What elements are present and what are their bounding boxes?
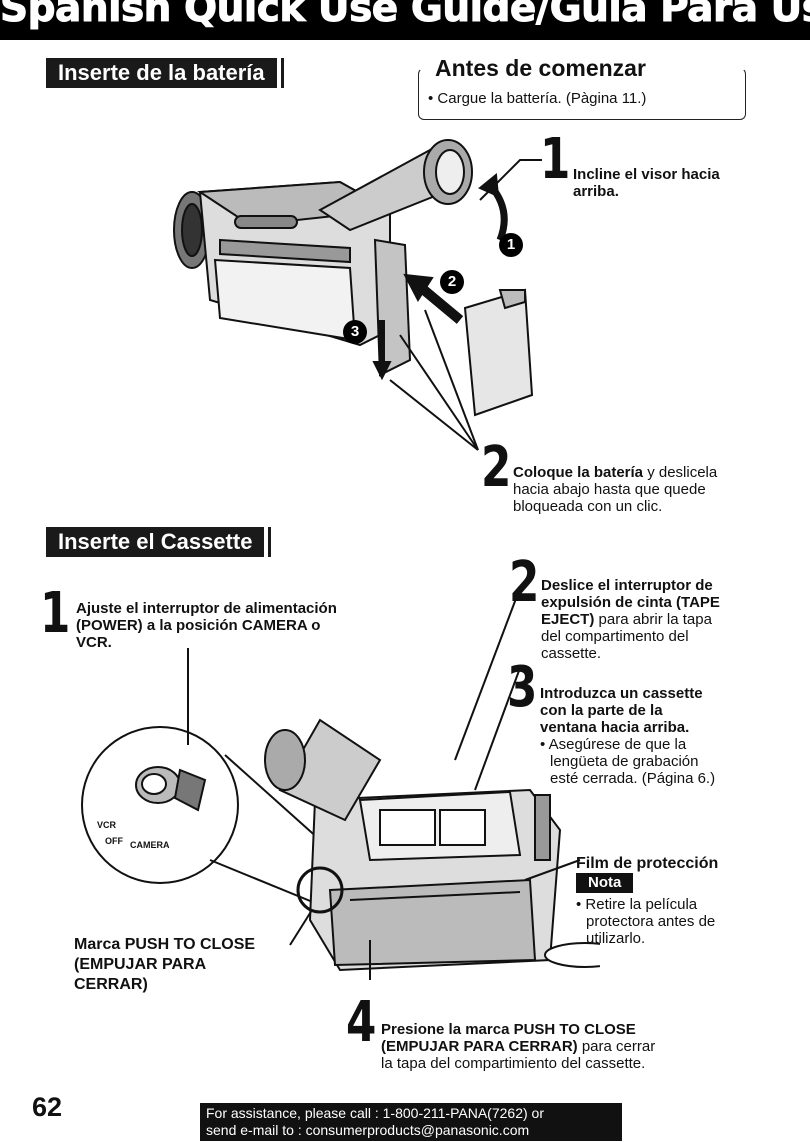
film-bullet3: utilizarlo. bbox=[586, 930, 646, 947]
marker-3: 3 bbox=[343, 320, 367, 344]
cassette-step4-line2: para cerrar bbox=[577, 1038, 656, 1055]
push-mark-line3: CERRAR) bbox=[74, 976, 148, 993]
cassette-step3-bullet3: esté cerrada. (Página 6.) bbox=[550, 770, 716, 787]
battery-step1-line1: Incline el visor hacia bbox=[573, 166, 720, 183]
cassette-step1-line1: Ajuste el interruptor de alimentación bbox=[76, 600, 337, 617]
camcorder-battery-illustration bbox=[173, 139, 542, 451]
cassette-step3-bullet2: lengüeta de grabación bbox=[550, 753, 699, 770]
push-mark-label: Marca PUSH TO CLOSE (EMPUJAR PARA CERRAR… bbox=[74, 935, 255, 995]
cassette-step4-bold1: Presione la marca PUSH TO CLOSE bbox=[381, 1021, 636, 1038]
film-note: • Retire la película protectora antes de… bbox=[576, 896, 715, 947]
assistance-line2: send e-mail to : consumerproducts@panaso… bbox=[206, 1122, 530, 1138]
battery-step2-line2: hacia abajo hasta que quede bbox=[513, 481, 706, 498]
battery-step2-line1: y deslicela bbox=[643, 464, 718, 481]
battery-step2-text: Coloque la batería y deslicela hacia aba… bbox=[513, 464, 717, 515]
cassette-step2-text: Deslice el interruptor de expulsión de c… bbox=[541, 577, 720, 662]
switch-label-vcr: VCR bbox=[97, 820, 117, 830]
cassette-step2-number: 2 bbox=[509, 550, 540, 615]
film-title: Film de protección bbox=[576, 855, 719, 872]
assistance-line1: For assistance, please call : 1-800-211-… bbox=[206, 1105, 544, 1121]
battery-step1-number: 1 bbox=[540, 127, 571, 192]
cassette-step2-bold2: expulsión de cinta (TAPE bbox=[541, 594, 720, 611]
cassette-step2-line3: para abrir la tapa bbox=[594, 611, 712, 628]
page-title: Spanish Quick Use Guide/Guía Para Uso Rá… bbox=[0, 0, 810, 32]
cassette-step2-bold3: EJECT) bbox=[541, 611, 595, 628]
cassette-step3-text: Introduzca un cassette con la parte de l… bbox=[540, 685, 715, 787]
cassette-step2-line4: del compartimento del bbox=[541, 628, 689, 645]
cassette-step3-bold2: con la parte de la bbox=[540, 702, 663, 719]
battery-step1-line2: arriba. bbox=[573, 183, 619, 200]
title-band: Spanish Quick Use Guide/Guía Para Uso Rá… bbox=[0, 0, 810, 40]
marker-1: 1 bbox=[499, 233, 523, 257]
cassette-step3-number: 3 bbox=[507, 655, 538, 720]
cassette-step4-bold2: (EMPUJAR PARA CERRAR) bbox=[381, 1038, 578, 1055]
film-bullet1: • Retire la película bbox=[576, 896, 698, 913]
cassette-step1-number: 1 bbox=[40, 581, 71, 646]
camcorder-cassette-illustration bbox=[81, 587, 600, 980]
page-number: 62 bbox=[32, 1092, 63, 1122]
switch-label-off: OFF bbox=[105, 836, 123, 846]
battery-step2-bold: Coloque la batería bbox=[513, 464, 644, 481]
cassette-step1-line2: (POWER) a la posición CAMERA o bbox=[76, 617, 321, 634]
cassette-step1-text: Ajuste el interruptor de alimentación (P… bbox=[76, 600, 337, 651]
cassette-step4-number: 4 bbox=[346, 990, 377, 1055]
cassette-section-heading: Inserte el Cassette bbox=[46, 527, 272, 557]
assistance-bar: For assistance, please call : 1-800-211-… bbox=[200, 1103, 622, 1141]
cassette-step3-bold1: Introduzca un cassette bbox=[540, 685, 703, 702]
battery-step1-text: Incline el visor hacia arriba. bbox=[573, 166, 720, 200]
cassette-step3-bold3: ventana hacia arriba. bbox=[540, 719, 690, 736]
cassette-step4-line3: la tapa del compartimiento del cassette. bbox=[381, 1055, 646, 1072]
cassette-step3-bullet1: • Asegúrese de que la bbox=[540, 736, 687, 753]
cassette-step2-bold1: Deslice el interruptor de bbox=[541, 577, 713, 594]
before-start-title: Antes de comenzar bbox=[431, 55, 650, 82]
cassette-step4-text: Presione la marca PUSH TO CLOSE (EMPUJAR… bbox=[381, 1021, 655, 1072]
push-mark-line1: Marca PUSH TO CLOSE bbox=[74, 936, 256, 953]
before-start-box bbox=[418, 68, 746, 120]
marker-2: 2 bbox=[440, 270, 464, 294]
before-start-note: • Cargue la battería. (Pàgina 11.) bbox=[428, 90, 647, 107]
cassette-step1-line3: VCR. bbox=[76, 634, 112, 651]
film-bullet2: protectora antes de bbox=[586, 913, 716, 930]
battery-step2-line3: bloqueada con un clic. bbox=[513, 498, 663, 515]
nota-badge: Nota bbox=[576, 873, 634, 893]
battery-section-heading: Inserte de la batería bbox=[46, 58, 284, 88]
switch-label-camera: CAMERA bbox=[130, 840, 170, 850]
battery-step2-number: 2 bbox=[481, 435, 512, 500]
push-mark-line2: (EMPUJAR PARA bbox=[74, 956, 207, 973]
cassette-step2-line5: cassette. bbox=[541, 645, 602, 662]
